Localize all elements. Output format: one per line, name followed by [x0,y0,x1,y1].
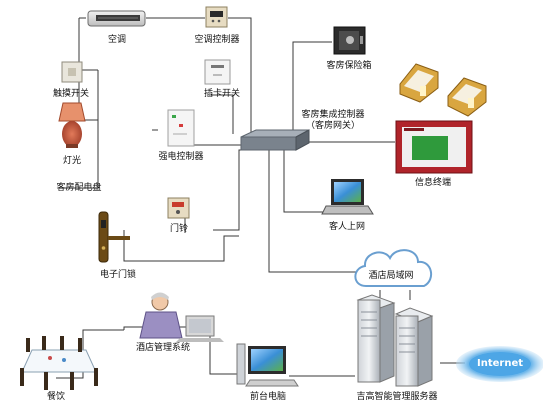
label-internet: Internet [476,358,524,369]
air-conditioner-icon [87,10,146,27]
link-lan-servers [379,290,411,300]
dining-table-icon [20,336,98,390]
thermostat-panel-icon [205,6,228,28]
label-dining: 餐饮 [46,392,66,402]
info-terminal-screen-icon [395,120,473,174]
label-touch-switch: 触摸开关 [52,89,90,99]
label-ac: 空调 [107,35,127,45]
hotel-beds-icon [399,63,487,117]
label-lighting: 灯光 [62,156,82,166]
link-lan [268,150,363,273]
link-touch-bus [59,70,99,189]
label-hotel-mgmt: 酒店管理系统 [135,343,191,353]
label-gateway-line1: 客房集成控制器 [301,110,365,120]
label-info-terminal: 信息终端 [414,178,452,188]
link-door-lock [123,230,239,262]
label-room-safe: 客房保险箱 [326,61,372,71]
cloud-icon [354,249,433,287]
door-lock-icon [98,211,130,263]
label-gateway-line2: （客房网关） [305,121,361,131]
label-hotel-lan: 酒店局域网 [368,271,414,281]
wall-switch-icon [61,61,83,83]
label-room-panel: 客房配电盘 [56,183,102,193]
link-laptop [283,150,330,213]
label-power-controller: 强电控制器 [158,152,204,162]
power-controller-box-icon [167,109,195,147]
doorbell-panel-icon [167,197,190,219]
label-front-desk: 前台电脑 [249,392,287,402]
server-rack-icon [356,294,434,387]
label-server: 吉高智能管理服务器 [356,392,438,402]
label-gateway: 客房集成控制器 （客房网关） [301,110,364,132]
link-power-ctrl [152,129,244,146]
label-ac-controller: 空调控制器 [194,35,240,45]
table-lamp-icon [58,102,86,148]
label-guest-internet: 客人上网 [328,222,366,232]
card-switch-icon [204,59,231,85]
laptop-icon [321,179,374,215]
label-card-switch: 插卡开关 [203,89,241,99]
link-safe [292,41,332,134]
network-switch-icon [240,129,310,151]
label-door-lock: 电子门锁 [99,270,137,280]
link-card-switch [211,94,234,134]
internet-ellipse-icon [456,346,543,382]
safe-box-icon [333,26,366,55]
operator-computer-icon [139,292,224,342]
label-doorbell: 门铃 [169,224,189,234]
desktop-computer-icon [236,343,299,387]
